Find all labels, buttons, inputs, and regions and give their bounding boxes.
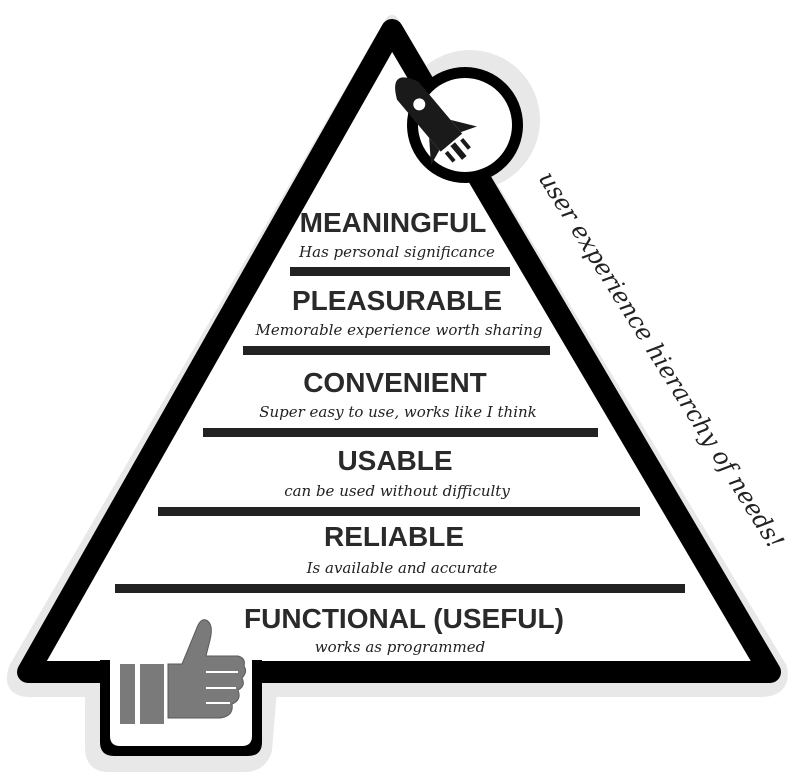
rocket-icon (395, 77, 477, 166)
level-subtitle: Has personal significance (298, 243, 495, 261)
level-convenient: CONVENIENT Super easy to use, works like… (259, 367, 537, 421)
level-subtitle: Is available and accurate (306, 559, 498, 577)
level-title: USABLE (337, 445, 452, 476)
level-title: RELIABLE (324, 521, 464, 552)
divider-2 (243, 346, 550, 355)
level-title: CONVENIENT (303, 367, 487, 398)
level-subtitle: can be used without difficulty (284, 482, 510, 500)
level-reliable: RELIABLE Is available and accurate (306, 521, 498, 577)
divider-3 (203, 428, 598, 437)
level-usable: USABLE can be used without difficulty (284, 445, 510, 500)
level-functional: FUNCTIONAL (USEFUL) works as programmed (244, 603, 564, 656)
divider-4 (158, 507, 640, 516)
thumbs-up-icon (120, 619, 247, 724)
level-title: PLEASURABLE (292, 285, 502, 316)
divider-5 (115, 584, 685, 593)
divider-1 (290, 267, 510, 276)
level-subtitle: works as programmed (315, 638, 485, 656)
level-dividers (115, 267, 685, 593)
level-title: MEANINGFUL (300, 207, 487, 238)
level-subtitle: Super easy to use, works like I think (259, 403, 537, 421)
level-meaningful: MEANINGFUL Has personal significance (298, 207, 495, 261)
level-pleasurable: PLEASURABLE Memorable experience worth s… (254, 285, 542, 339)
level-subtitle: Memorable experience worth sharing (254, 321, 542, 339)
level-title: FUNCTIONAL (USEFUL) (244, 603, 564, 634)
